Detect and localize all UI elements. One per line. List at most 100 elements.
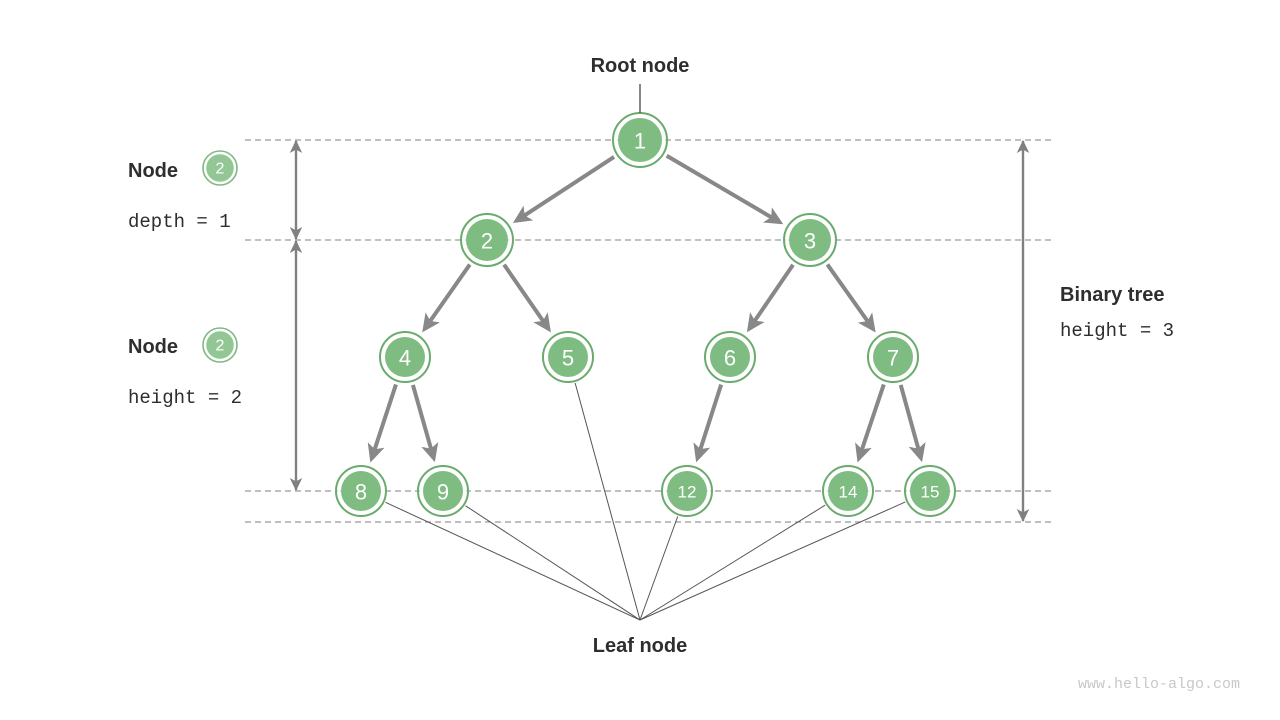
node-disc bbox=[910, 471, 950, 511]
node-value-label: 1 bbox=[634, 129, 646, 154]
tree-height-annotation: Binary tree height = 3 bbox=[1060, 284, 1174, 342]
node-value-label: 5 bbox=[562, 346, 574, 371]
node-value-label: 15 bbox=[921, 483, 940, 502]
node-disc bbox=[423, 471, 463, 511]
node-inner-ring bbox=[337, 467, 385, 515]
node-inner-ring bbox=[614, 114, 666, 166]
badge-value-label: 2 bbox=[216, 161, 225, 178]
tree-node-5[interactable]: 5 bbox=[542, 331, 594, 383]
leaf-node-label: Leaf node bbox=[593, 635, 687, 657]
node-value-label: 6 bbox=[724, 346, 736, 371]
badge-disc bbox=[206, 331, 234, 359]
tree-edge-n7-n14 bbox=[855, 383, 886, 463]
tree-node-12[interactable]: 12 bbox=[661, 465, 713, 517]
leaf-leader-n5 bbox=[574, 382, 641, 621]
tree-edge-n3-n7 bbox=[825, 263, 876, 333]
tree-node-2[interactable]: 2 bbox=[460, 213, 514, 267]
root-node-annotation: Root node bbox=[591, 55, 690, 113]
node-outer-ring bbox=[867, 331, 919, 383]
root-node-label: Root node bbox=[591, 55, 690, 77]
node-depth-annotation: Node 2 depth = 1 bbox=[128, 150, 238, 233]
tree-edge-n1-n3 bbox=[665, 153, 784, 225]
node-inner-ring bbox=[663, 467, 711, 515]
tree-edge-n1-n2 bbox=[512, 155, 616, 224]
tree-height-title: Binary tree bbox=[1060, 284, 1165, 306]
node-depth-title: Node bbox=[128, 160, 178, 182]
node-outer-ring bbox=[783, 213, 837, 267]
dimension-arrows-layer bbox=[289, 140, 1030, 522]
node-value-label: 2 bbox=[481, 229, 493, 254]
node-value-label: 3 bbox=[804, 229, 816, 254]
node-disc bbox=[341, 471, 381, 511]
node-outer-ring bbox=[904, 465, 956, 517]
node-outer-ring bbox=[704, 331, 756, 383]
node-height-detail: height = 2 bbox=[128, 387, 242, 409]
leaf-leader-n15 bbox=[639, 501, 906, 621]
badge-inner-ring bbox=[204, 329, 236, 361]
node-inner-ring bbox=[785, 215, 835, 265]
node-height-title: Node bbox=[128, 336, 178, 358]
node-inner-ring bbox=[381, 333, 429, 381]
node-value-label: 14 bbox=[839, 483, 858, 502]
node-disc bbox=[385, 337, 425, 377]
node-inner-ring bbox=[462, 215, 512, 265]
tree-edge-n2-n4 bbox=[422, 263, 472, 333]
tree-edge-n3-n6 bbox=[746, 263, 795, 333]
node-outer-ring bbox=[542, 331, 594, 383]
node-value-label: 9 bbox=[437, 480, 449, 505]
badge-value-label: 2 bbox=[216, 338, 225, 355]
tree-edge-n4-n9 bbox=[410, 384, 439, 463]
node-value-label: 8 bbox=[355, 480, 367, 505]
tree-node-9[interactable]: 9 bbox=[417, 465, 469, 517]
node-value-label: 7 bbox=[887, 346, 899, 371]
leaf-node-annotation: Leaf node bbox=[593, 635, 687, 657]
tree-node-6[interactable]: 6 bbox=[704, 331, 756, 383]
tree-edges-layer bbox=[367, 153, 926, 463]
leaf-leader-n14 bbox=[639, 504, 826, 621]
node-outer-ring bbox=[417, 465, 469, 517]
node-disc bbox=[710, 337, 750, 377]
node-inner-ring bbox=[706, 333, 754, 381]
node-disc bbox=[618, 118, 662, 162]
badge-inner-ring bbox=[204, 152, 236, 184]
leaf-leader-n12 bbox=[639, 516, 679, 621]
tree-edge-n7-n15 bbox=[898, 384, 926, 463]
node-outer-ring bbox=[822, 465, 874, 517]
tree-node-4[interactable]: 4 bbox=[379, 331, 431, 383]
node-disc bbox=[466, 219, 508, 261]
leaf-leader-lines-layer bbox=[385, 382, 906, 621]
node-inner-ring bbox=[824, 467, 872, 515]
node-outer-ring bbox=[460, 213, 514, 267]
node-inner-ring bbox=[906, 467, 954, 515]
guide-lines-layer bbox=[245, 139, 1055, 523]
tree-node-1[interactable]: 1 bbox=[612, 112, 668, 168]
node-disc bbox=[548, 337, 588, 377]
badge-outer-ring bbox=[202, 150, 238, 186]
tree-height-detail: height = 3 bbox=[1060, 320, 1174, 342]
leaf-leader-n9 bbox=[465, 505, 641, 621]
leaf-leader-n8 bbox=[385, 501, 641, 621]
node-outer-ring bbox=[379, 331, 431, 383]
node-inner-ring bbox=[544, 333, 592, 381]
badge-disc bbox=[206, 154, 234, 182]
node-outer-ring bbox=[661, 465, 713, 517]
node-value-label: 12 bbox=[678, 483, 697, 502]
tree-node-7[interactable]: 7 bbox=[867, 331, 919, 383]
tree-edge-n6-n12 bbox=[693, 384, 724, 463]
tree-node-14[interactable]: 14 bbox=[822, 465, 874, 517]
node-value-label: 4 bbox=[399, 346, 411, 371]
tree-node-15[interactable]: 15 bbox=[904, 465, 956, 517]
node-disc bbox=[873, 337, 913, 377]
tree-node-3[interactable]: 3 bbox=[783, 213, 837, 267]
node-inner-ring bbox=[869, 333, 917, 381]
tree-edge-n4-n8 bbox=[367, 383, 398, 463]
node-outer-ring bbox=[335, 465, 387, 517]
node-depth-badge: 2 bbox=[202, 150, 238, 186]
tree-edge-n2-n5 bbox=[502, 263, 551, 333]
tree-node-8[interactable]: 8 bbox=[335, 465, 387, 517]
node-inner-ring bbox=[419, 467, 467, 515]
node-height-annotation: Node 2 height = 2 bbox=[128, 327, 242, 409]
node-depth-detail: depth = 1 bbox=[128, 211, 231, 233]
